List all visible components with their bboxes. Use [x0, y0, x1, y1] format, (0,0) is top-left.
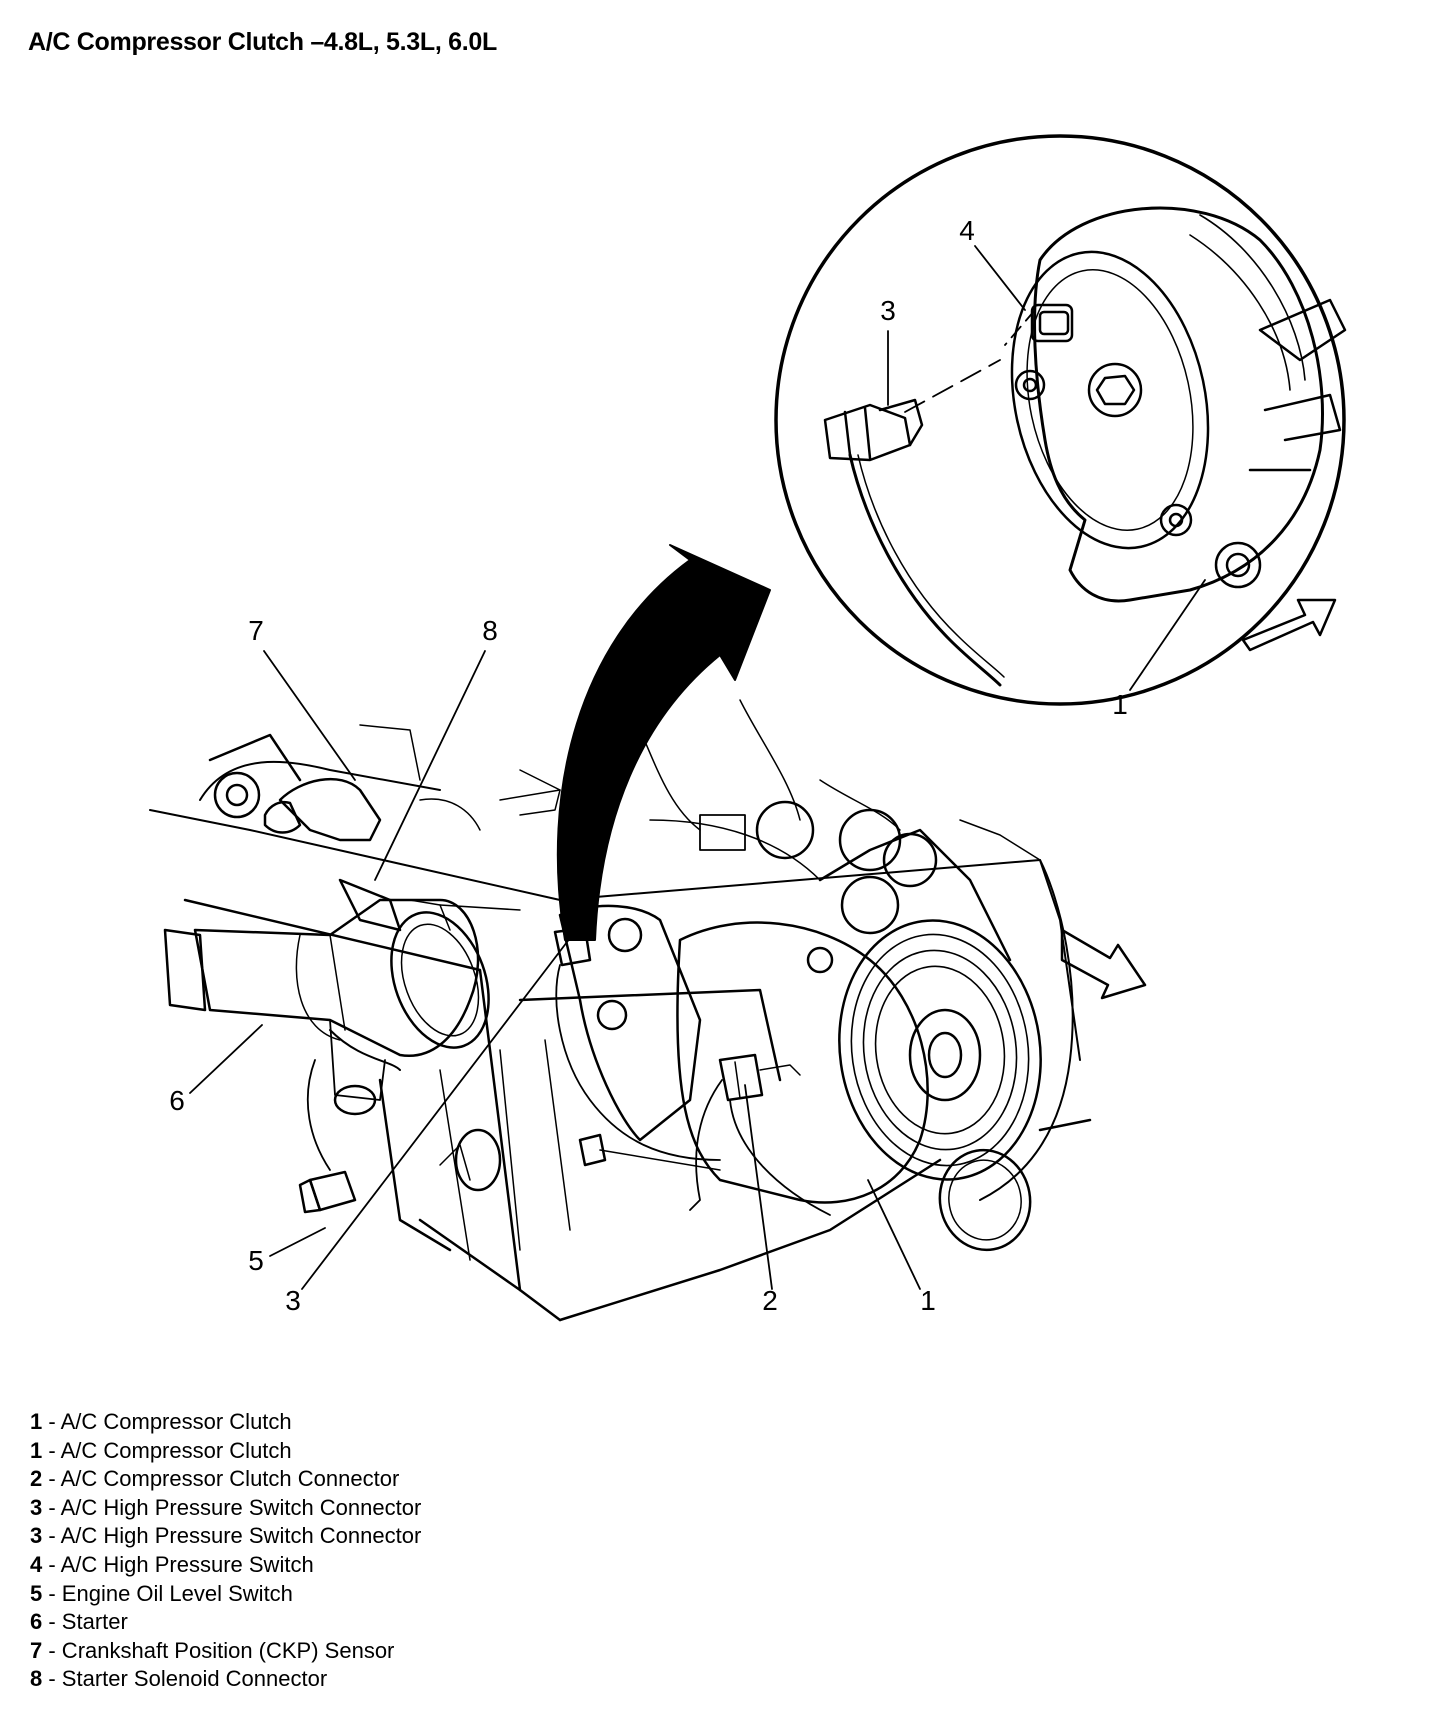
callout-6: 6: [169, 1085, 185, 1116]
high-pressure-switch-connector-main: [553, 926, 721, 1171]
callout-labels: 1 3 4 7 8 6 5 3 2 1: [169, 215, 1128, 1316]
legend-item: 4 - A/C High Pressure Switch: [30, 1551, 421, 1580]
callout-3-detail: 3: [880, 295, 896, 326]
callout-5: 5: [248, 1245, 264, 1276]
engine-block: [149, 689, 1081, 1322]
legend-label: - Crankshaft Position (CKP) Sensor: [42, 1637, 395, 1663]
oil-level-switch: [298, 1059, 502, 1214]
legend-number: 1: [30, 1409, 43, 1434]
legend-number: 6: [30, 1609, 43, 1635]
legend-item: 7 - Crankshaft Position (CKP) Sensor: [30, 1637, 421, 1666]
callout-leader-lines: [189, 245, 1206, 1290]
legend-label: - A/C High Pressure Switch: [42, 1551, 314, 1577]
legend-number: 8: [30, 1666, 43, 1692]
legend-number: 5: [30, 1580, 43, 1606]
legend-number: 1: [30, 1437, 43, 1463]
legend-label: - A/C Compressor Clutch: [42, 1409, 292, 1434]
zoom-pointer-arrow: [556, 544, 771, 941]
callout-3-main: 3: [285, 1285, 301, 1316]
compressor-main: [558, 904, 1092, 1252]
switch-connector-detail: [823, 359, 1005, 687]
component-diagram: 1 3 4 7 8 6 5 3 2 1: [149, 134, 1347, 1322]
starter-motor: [163, 898, 490, 1116]
callout-2: 2: [762, 1285, 778, 1316]
legend-label: - A/C High Pressure Switch Connector: [42, 1523, 422, 1549]
legend-item: 1 - A/C Compressor Clutch: [30, 1408, 421, 1437]
legend-number: 3: [30, 1523, 43, 1549]
ckp-sensor-and-solenoid: [263, 724, 561, 932]
legend-item: 8 - Starter Solenoid Connector: [30, 1665, 421, 1694]
legend-number: 3: [30, 1494, 43, 1520]
legend-label: - A/C Compressor Clutch Connector: [42, 1466, 400, 1492]
legend-item: 6 - Starter: [30, 1608, 421, 1637]
legend-number: 2: [30, 1466, 43, 1492]
legend-label: - Starter Solenoid Connector: [42, 1666, 328, 1692]
detail-view-circle: [774, 134, 1346, 706]
high-pressure-switch-detail: [1004, 309, 1036, 346]
compressor-clutch-connector-main: [689, 1053, 831, 1216]
legend-item: 5 - Engine Oil Level Switch: [30, 1580, 421, 1609]
legend-item: 1 - A/C Compressor Clutch: [30, 1437, 421, 1466]
direction-arrow-main: [1060, 928, 1147, 1000]
legend-item: 3 - A/C High Pressure Switch Connector: [30, 1494, 421, 1523]
diagram-title: A/C Compressor Clutch –4.8L, 5.3L, 6.0L: [28, 28, 497, 56]
legend-item: 3 - A/C High Pressure Switch Connector: [30, 1522, 421, 1551]
legend-label: - Starter: [42, 1609, 128, 1635]
legend-list: 1 - A/C Compressor Clutch 1 - A/C Compre…: [30, 1408, 421, 1694]
callout-4-detail: 4: [959, 215, 975, 246]
callout-7: 7: [248, 615, 264, 646]
direction-arrow-detail: [1241, 598, 1337, 652]
legend-label: - A/C Compressor Clutch: [42, 1437, 292, 1463]
callout-1-main: 1: [920, 1285, 936, 1316]
callout-1-detail: 1: [1112, 689, 1128, 720]
legend-number: 7: [30, 1637, 43, 1663]
legend-number: 4: [30, 1551, 43, 1577]
legend-label: - A/C High Pressure Switch Connector: [42, 1494, 422, 1520]
callout-8: 8: [482, 615, 498, 646]
legend-label: - Engine Oil Level Switch: [42, 1580, 293, 1606]
legend-item: 2 - A/C Compressor Clutch Connector: [30, 1465, 421, 1494]
compressor-rear-housing: [1010, 206, 1347, 603]
